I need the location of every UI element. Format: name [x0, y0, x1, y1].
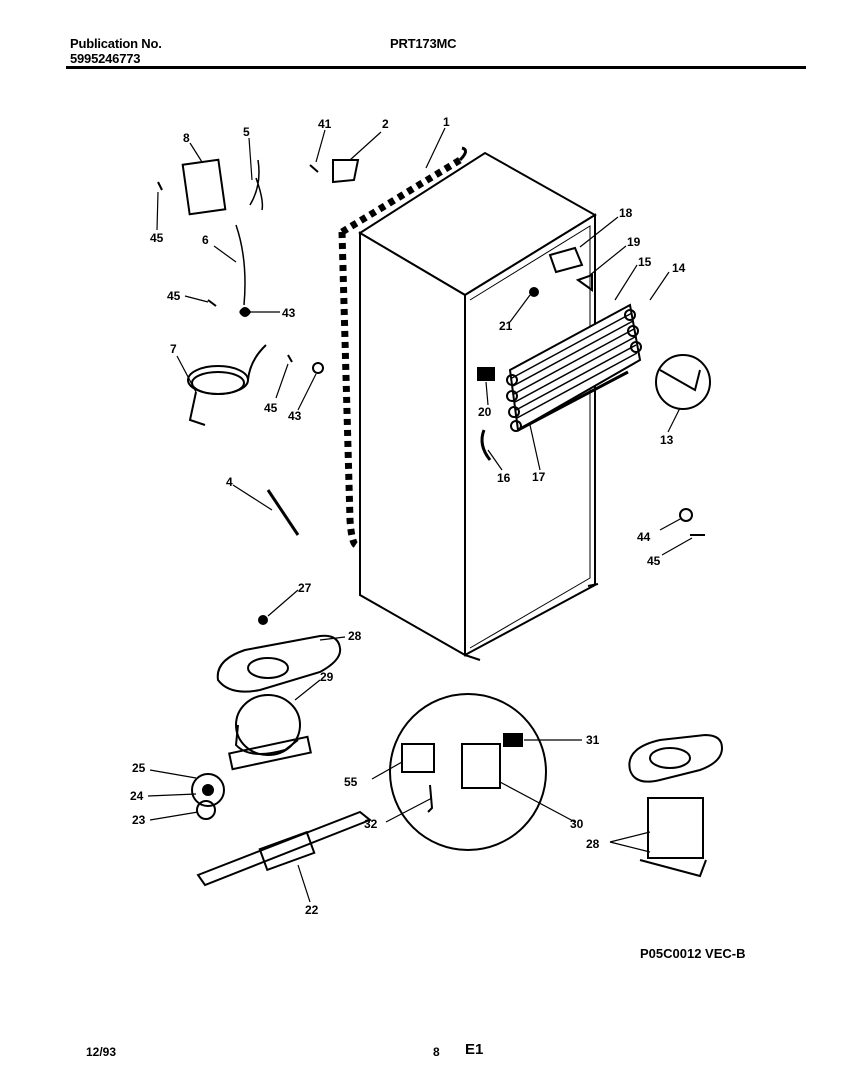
callout-18: 18 — [619, 206, 633, 220]
callout-44: 44 — [637, 530, 651, 544]
callout-27: 27 — [298, 581, 312, 595]
callout-20: 20 — [478, 405, 492, 419]
callout-1: 1 — [443, 115, 450, 129]
callout-55: 55 — [344, 775, 358, 789]
callout-4: 4 — [226, 475, 233, 489]
callout-32: 32 — [364, 817, 378, 831]
callout-45-a: 45 — [150, 231, 164, 245]
callout-26: 28 — [348, 629, 362, 643]
callout-19: 19 — [627, 235, 641, 249]
callout-43-a: 43 — [282, 306, 296, 320]
callout-24: 24 — [130, 789, 144, 803]
footer-page: 8 — [433, 1045, 440, 1059]
callout-8: 8 — [183, 131, 190, 145]
callout-22: 22 — [305, 903, 319, 917]
callout-14: 14 — [672, 261, 686, 275]
callout-15: 15 — [638, 255, 652, 269]
callout-41: 41 — [318, 117, 332, 131]
callout-45-c: 45 — [264, 401, 278, 415]
cabinet — [358, 151, 599, 661]
callout-30: 30 — [570, 817, 584, 831]
footer-edition: E1 — [465, 1041, 484, 1058]
callout-31: 31 — [586, 733, 600, 747]
publication-number: 5995246773 — [70, 51, 141, 66]
callout-25: 25 — [132, 761, 146, 775]
condenser-loop — [338, 146, 467, 549]
callout-16: 16 — [497, 471, 511, 485]
callout-2: 2 — [382, 117, 389, 131]
publication-label: Publication No. — [70, 36, 162, 51]
header-rule — [66, 66, 806, 69]
callout-29: 29 — [320, 670, 334, 684]
callout-43-b: 43 — [288, 409, 302, 423]
callout-45-d: 45 — [647, 554, 661, 568]
callout-45-b: 45 — [167, 289, 181, 303]
callout-5: 5 — [243, 125, 250, 139]
figure-code: P05C0012 VEC-B — [640, 946, 746, 961]
evaporator — [506, 303, 642, 432]
model-number: PRT173MC — [390, 36, 457, 51]
callout-6: 6 — [202, 233, 209, 247]
callout-7: 7 — [170, 342, 177, 356]
callout-17: 17 — [532, 470, 546, 484]
callout-23: 23 — [132, 813, 146, 827]
footer-date: 12/93 — [86, 1045, 117, 1059]
callout-21: 21 — [499, 319, 513, 333]
callout-28: 28 — [586, 837, 600, 851]
callout-13: 13 — [660, 433, 674, 447]
